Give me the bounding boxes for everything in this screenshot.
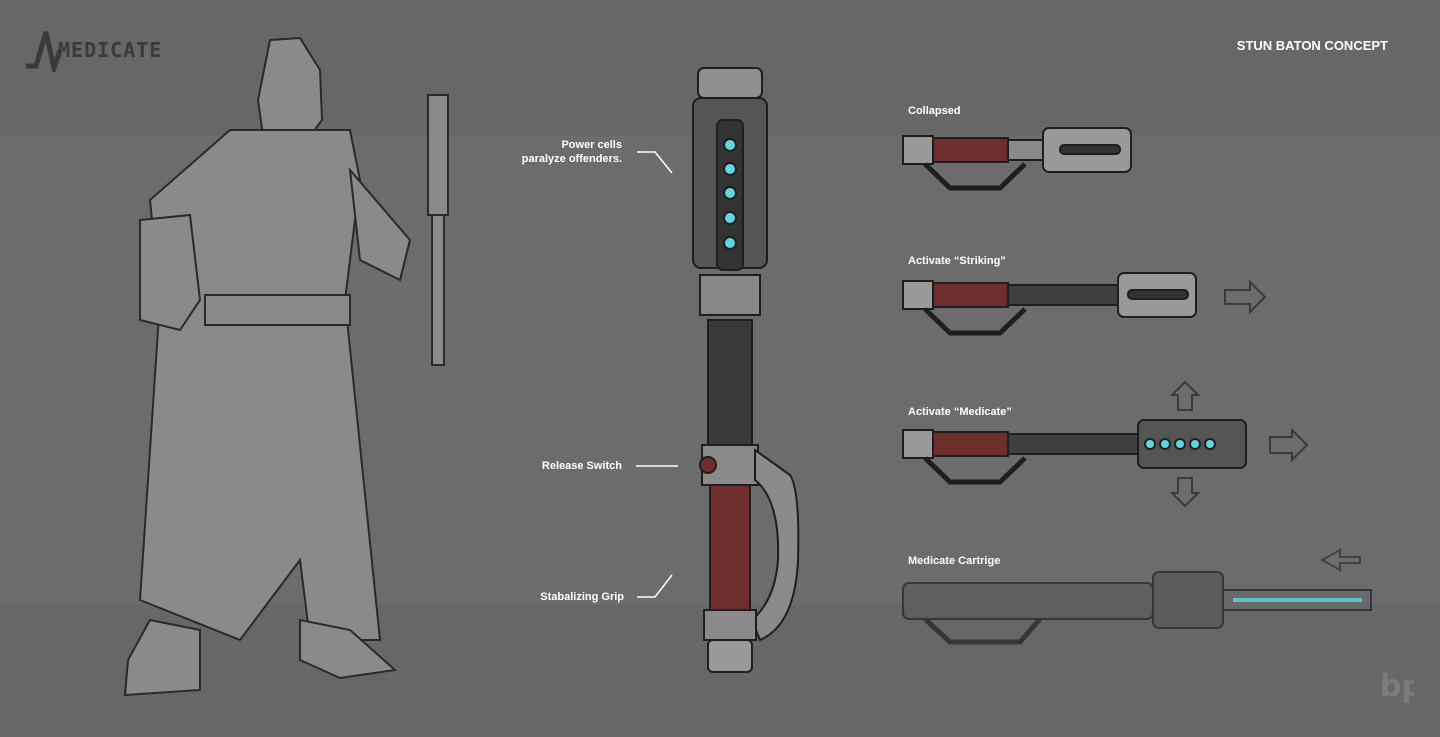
state-collapsed: Collapsed bbox=[908, 105, 961, 117]
svg-text:bp: bp bbox=[1380, 669, 1414, 704]
medicate-logo bbox=[24, 28, 64, 78]
character-figure bbox=[123, 36, 449, 697]
power-cells bbox=[723, 138, 737, 250]
callout-grip: Stabalizing Grip bbox=[540, 591, 624, 603]
baton-vertical bbox=[692, 67, 800, 673]
callout-power-cells: Power cells paralyze offenders. bbox=[500, 138, 622, 166]
callout-line-2: paralyze offenders. bbox=[521, 153, 622, 165]
logo-text: MEDICATE bbox=[58, 38, 163, 62]
baton-cartridge bbox=[902, 548, 1372, 645]
page-title: STUN BATON CONCEPT bbox=[1236, 38, 1388, 53]
baton-collapsed bbox=[902, 127, 1132, 191]
pulse-icon bbox=[26, 31, 63, 78]
callout-release-switch: Release Switch bbox=[541, 460, 622, 472]
baton-medicate bbox=[902, 380, 1309, 508]
state-striking: Activate “Striking” bbox=[908, 255, 1006, 267]
callout-line-1: Power cells bbox=[561, 139, 622, 151]
bp-watermark-logo: bp bbox=[1378, 664, 1423, 713]
state-cartridge: Medicate Cartrige bbox=[908, 555, 1001, 567]
callout-lines bbox=[636, 151, 678, 598]
state-medicate: Activate “Medicate” bbox=[908, 406, 1012, 418]
baton-striking bbox=[902, 272, 1267, 336]
